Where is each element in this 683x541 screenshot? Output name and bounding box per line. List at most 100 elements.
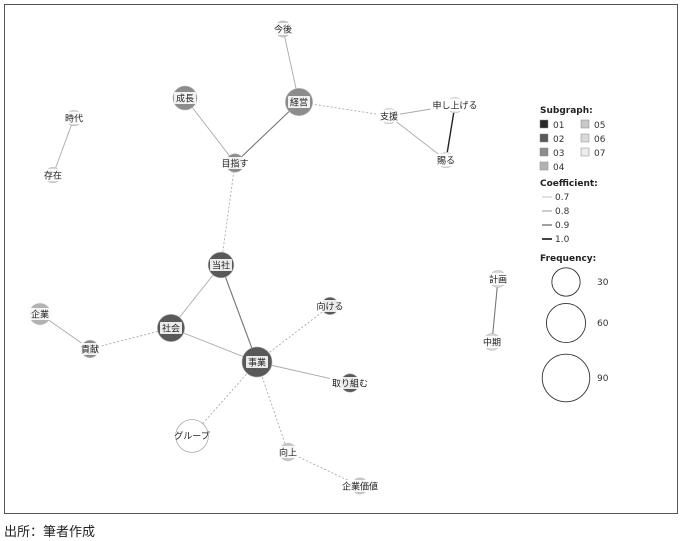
legend-subgraph-label: 03 [553, 149, 564, 159]
legend-coefficient-label: 0.9 [555, 221, 570, 231]
legend-coefficient-label: 1.0 [555, 235, 570, 245]
legend-coefficient-label: 0.7 [555, 193, 569, 203]
legend-coefficient-label: 0.8 [555, 207, 570, 217]
node-label: 時代 [65, 114, 83, 125]
node-9: 当社 [207, 251, 235, 279]
node-circle [175, 419, 209, 453]
node-label: 目指す [221, 158, 248, 170]
node-label: 今後 [274, 24, 292, 36]
legend-swatch-04 [539, 161, 549, 171]
edge-16 [191, 361, 258, 437]
node-label-bg [210, 259, 232, 271]
legend-swatch-06 [580, 133, 590, 143]
legend-swatch-07 [580, 147, 590, 157]
legend-subgraph-label: 01 [553, 121, 564, 131]
node-label: 当社 [212, 260, 230, 272]
node-label-bg [435, 154, 457, 166]
node-13: 事業 [241, 346, 273, 378]
edge-6 [445, 104, 456, 161]
legend-swatch-02 [539, 133, 549, 143]
node-12: 社会 [157, 314, 185, 342]
node-label: 向ける [316, 301, 343, 313]
node-6: 時代 [63, 109, 85, 127]
node-label-bg [277, 446, 299, 458]
source-note: 出所：筆者作成 [4, 525, 96, 540]
node-label: 経営 [290, 97, 308, 109]
node-17: 向上 [277, 443, 299, 461]
legend-swatch-03 [539, 147, 549, 157]
legend-frequency-circle [545, 302, 587, 344]
node-label-bg [174, 92, 196, 104]
node-label: 中期 [483, 337, 501, 349]
node-label-bg [288, 96, 310, 108]
node-label-bg [246, 356, 268, 368]
node-label-bg [219, 157, 251, 169]
node-label-bg [314, 300, 346, 312]
edge-8 [220, 162, 236, 266]
node-label-bg [29, 308, 51, 320]
node-14: 向ける [314, 297, 346, 315]
legend-frequency-label: 90 [597, 374, 609, 384]
node-label: 事業 [248, 357, 266, 369]
node-1: 成長 [172, 85, 198, 111]
edge-1 [184, 97, 236, 164]
node-2: 経営 [285, 88, 313, 116]
node-16: グループ [174, 419, 210, 453]
edge-14 [256, 305, 331, 363]
edge-18 [287, 451, 361, 487]
legend-subgraph-label: 04 [553, 163, 565, 173]
node-20: 中期 [481, 333, 503, 351]
edge-10 [220, 264, 258, 363]
node-label: 申し上げる [432, 100, 477, 112]
node-label: 成長 [176, 93, 194, 105]
node-label: 貢献 [81, 344, 99, 356]
node-15: 取り組む [330, 373, 370, 393]
node-label-bg [481, 336, 503, 348]
edge-7 [52, 117, 75, 176]
legend-coefficient-title: Coefficient: [540, 179, 598, 189]
node-4: 申し上げる [430, 96, 480, 114]
node-label-bg [330, 377, 370, 389]
legend-swatch-05 [580, 119, 590, 129]
legend-subgraph-label: 07 [594, 149, 605, 159]
legend-frequency-label: 60 [597, 319, 609, 329]
node-label: 取り組む [332, 378, 368, 390]
node-label: 支援 [380, 111, 398, 123]
legend-frequency-circle [541, 353, 591, 403]
node-label: 向上 [279, 447, 297, 459]
legend-swatch-01 [539, 119, 549, 129]
node-label-bg [42, 169, 64, 181]
node-8: 目指す [219, 153, 251, 173]
legend-subgraph-label: 05 [594, 121, 605, 131]
legend-subgraph-label: 02 [553, 135, 564, 145]
node-11: 貢献 [79, 340, 101, 358]
node-label-bg [63, 112, 85, 124]
legend-subgraph-label: 06 [594, 135, 606, 145]
node-label: グループ [174, 430, 209, 442]
node-label-bg [340, 480, 380, 492]
legend-subgraph-title: Subgraph: [540, 106, 593, 116]
legend-frequency-circle [551, 267, 581, 297]
node-label: 存在 [44, 170, 62, 182]
edge-5 [388, 115, 447, 161]
node-label: 企業 [31, 309, 49, 321]
legend-frequency-title: Frequency: [540, 254, 596, 264]
node-label: 企業価値 [342, 481, 378, 493]
node-label-bg [378, 110, 400, 122]
node-10: 企業 [29, 303, 51, 325]
edge-3 [298, 101, 390, 117]
node-0: 今後 [272, 20, 294, 38]
legend-frequency-label: 30 [597, 278, 609, 288]
node-label-bg [430, 99, 480, 111]
node-label-bg [160, 322, 182, 334]
edges-layer [39, 28, 499, 487]
node-3: 支援 [378, 107, 400, 125]
edge-19 [491, 278, 499, 343]
diagram-frame [4, 4, 678, 514]
node-label: 計画 [489, 274, 507, 286]
node-label: 賜る [437, 156, 455, 167]
node-5: 賜る [435, 151, 457, 169]
